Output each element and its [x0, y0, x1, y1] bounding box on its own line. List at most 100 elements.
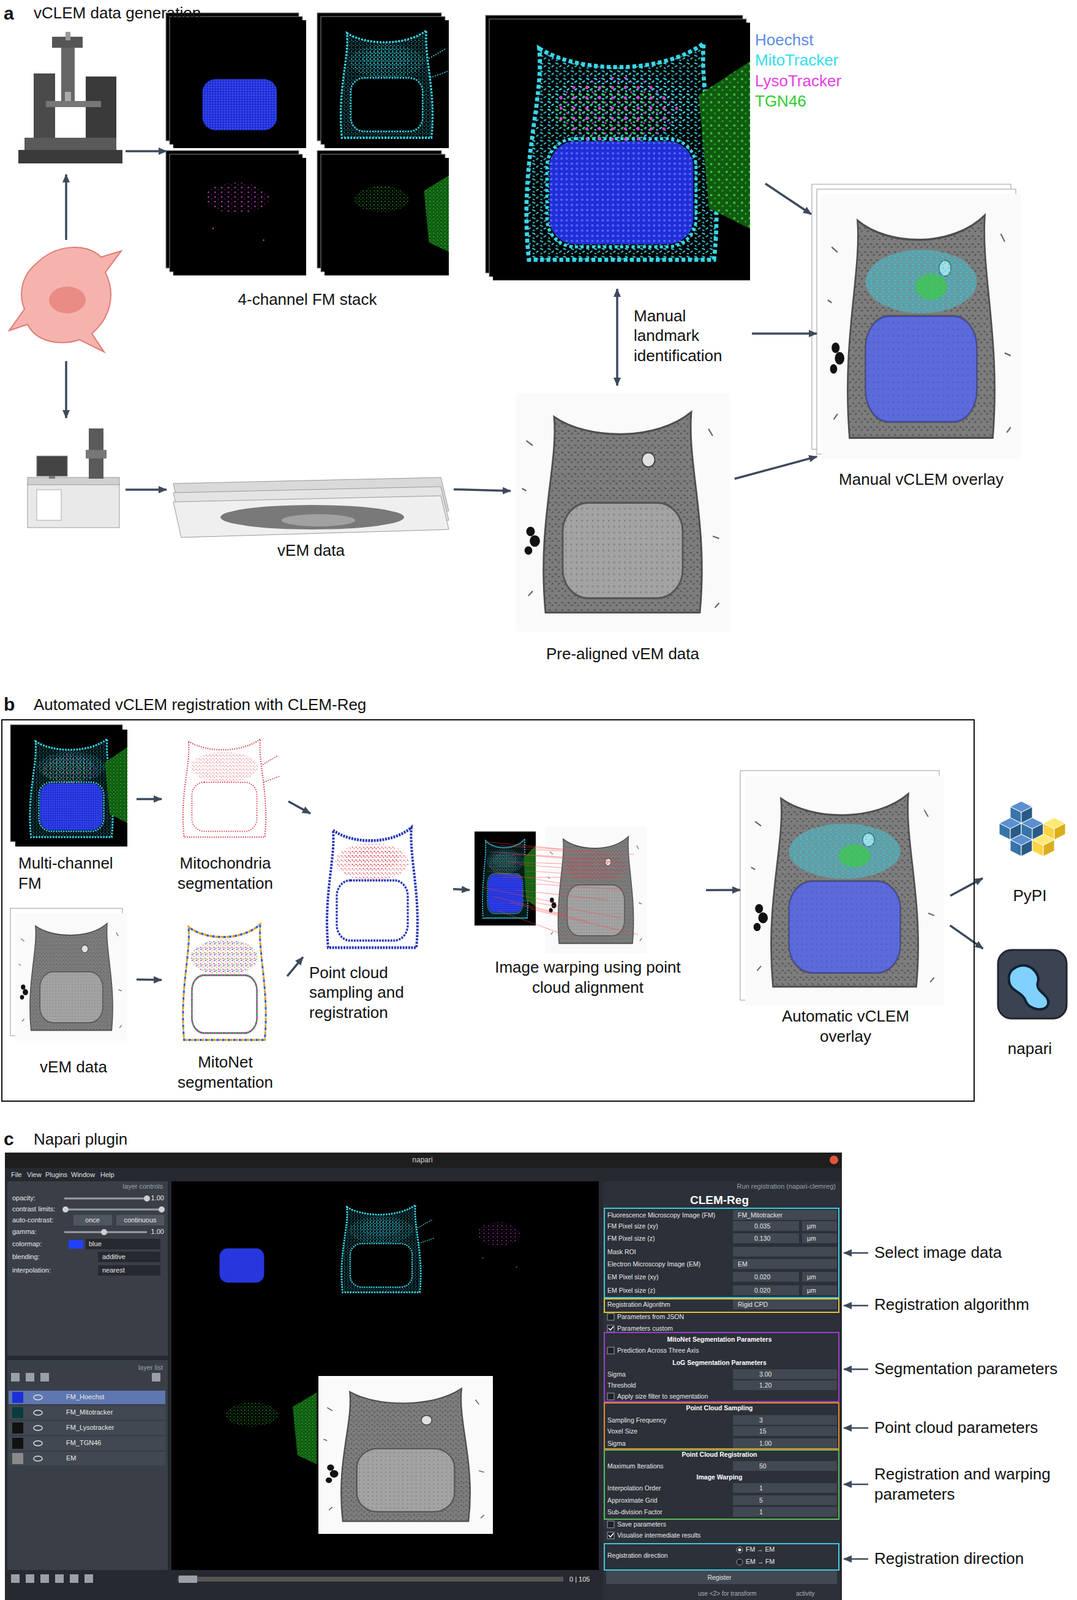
text-label: FM → EM — [745, 1546, 775, 1554]
text-label: FM_Mitotracker — [737, 1211, 783, 1220]
text-label: contrast limits: — [12, 1205, 56, 1214]
caption: Automatic vCLEM overlay — [762, 1006, 929, 1047]
flow-arrow — [136, 798, 162, 801]
text-label: layer controls — [123, 1182, 163, 1191]
callout-text: Registration algorithm — [874, 1295, 1030, 1315]
text-label: Register — [707, 1574, 732, 1583]
image-caption-box: Point cloud sampling and registration — [306, 816, 449, 1025]
image-caption-box: 4-channel FM stack — [165, 20, 449, 312]
pre-aligned-em — [515, 393, 730, 632]
text-label: 1 — [759, 1484, 763, 1493]
text-label: View — [26, 1171, 42, 1180]
text-label: napari — [412, 1155, 433, 1165]
text-label: FM_Lysotracker — [66, 1424, 114, 1433]
napari-screenshot — [4, 1152, 842, 1600]
callout-text: Point cloud parameters — [874, 1418, 1038, 1438]
text-label: µm — [806, 1222, 817, 1231]
callout-text: Segmentation parameters — [874, 1359, 1058, 1379]
text-label: Point Cloud Registration — [681, 1451, 757, 1460]
caption: PyPI — [1013, 885, 1047, 907]
legend-text: MitoTracker — [754, 50, 839, 70]
flow-arrow — [705, 889, 741, 892]
text-label: 1 — [759, 1508, 763, 1517]
image-caption-box: Manual landmark identification — [630, 300, 747, 368]
legend-text: Hoechst — [754, 30, 814, 49]
text-label: 1.00 — [759, 1440, 772, 1449]
merged-fm-image — [485, 15, 751, 281]
vem-stack — [173, 477, 449, 538]
text-label: FM_Hoechst — [66, 1393, 105, 1402]
flow-arrow — [453, 889, 470, 890]
text-label: 15 — [759, 1427, 767, 1436]
text-label: Mask ROI — [607, 1248, 637, 1257]
text-label: opacity: — [12, 1194, 36, 1203]
caption: MitoNet segmentation — [169, 1052, 282, 1093]
text-label: nearest — [102, 1266, 125, 1275]
text-label: CLEM-Reg — [690, 1193, 749, 1209]
text-label: EM — [66, 1454, 77, 1463]
text-label: Sigma — [607, 1440, 626, 1449]
image-caption-box: Automatic vCLEM overlay — [745, 775, 946, 1049]
legend-entry: Hoechst — [754, 30, 814, 50]
napari-logo — [998, 950, 1067, 1019]
text-label: EM — [737, 1260, 748, 1269]
text-label: FM Pixel size (xy) — [607, 1222, 659, 1231]
text-label: blending: — [12, 1253, 40, 1262]
text-label: use <2> for transform — [697, 1590, 757, 1599]
image-caption-box: vEM data — [173, 461, 449, 563]
text-label: Run registration (napari-clemreg) — [737, 1182, 836, 1191]
text-label: Window — [71, 1171, 95, 1180]
image-caption-box: MitoNet segmentation — [166, 913, 285, 1095]
caption: Multi-channel FM — [18, 853, 129, 894]
text-label: Maximum Iterations — [607, 1462, 664, 1471]
text-label: 0 | 105 — [569, 1576, 590, 1584]
image-caption-box: Mitochondria segmentation — [166, 729, 285, 896]
panel-frame: Automated vCLEM registration with CLEM-R… — [1, 719, 975, 1103]
text-label: Interpolation Order — [607, 1484, 662, 1493]
text-label: 0.130 — [754, 1234, 771, 1243]
image-caption-box: Manual vCLEM overlay — [821, 194, 1021, 492]
image-caption-box: PyPI — [986, 795, 1073, 908]
text-label: Sigma — [607, 1370, 626, 1379]
text-label: µm — [806, 1287, 817, 1295]
text-label: EM Pixel size (z) — [607, 1287, 656, 1295]
text-label: Registration Algorithm — [607, 1301, 671, 1310]
text-label: Save parameters — [617, 1520, 667, 1529]
text-label: Approximate Grid — [607, 1497, 658, 1505]
text-label: blue — [88, 1240, 102, 1249]
text-label: Apply size filter to segmentation — [617, 1392, 708, 1401]
text-label: Sub-division Factor — [607, 1508, 663, 1517]
panel-b-images — [10, 724, 945, 1052]
text-label: Image Warping — [696, 1473, 743, 1482]
caption: Manual landmark identification — [633, 306, 744, 367]
text-label: 1.00 — [151, 1228, 165, 1237]
flow-arrow — [287, 957, 304, 977]
text-label: µm — [806, 1234, 817, 1243]
electron-microscope — [27, 428, 120, 528]
text-label: activity — [795, 1590, 815, 1599]
flow-arrow — [453, 489, 511, 492]
text-label: Help — [100, 1171, 115, 1180]
fm-stack-tiles — [165, 12, 449, 276]
image-caption-box: vEM data — [15, 913, 132, 1079]
text-label: FM Pixel size (z) — [607, 1234, 656, 1243]
legend-text: LysoTracker — [754, 71, 842, 91]
manual-overlay-stack — [811, 184, 1021, 460]
text-label: once — [85, 1216, 100, 1225]
caption: Image warping using point cloud alignmen… — [489, 957, 686, 998]
text-label: Electron Microscopy Image (EM) — [607, 1260, 701, 1269]
text-label: Prediction Across Three Axis — [617, 1347, 699, 1355]
image-caption-box: Image warping using point cloud alignmen… — [474, 826, 702, 1000]
text-label: LoG Segmentation Parameters — [672, 1359, 766, 1368]
pypi-logo — [999, 801, 1066, 857]
text-label: 0.020 — [754, 1287, 771, 1295]
text-label: continuous — [123, 1216, 157, 1225]
text-label: colormap: — [12, 1240, 42, 1249]
caption: vEM data — [277, 540, 345, 561]
cell-icon — [9, 247, 122, 353]
text-label: File — [11, 1171, 23, 1180]
caption: 4-channel FM stack — [238, 289, 378, 310]
flow-arrow — [734, 456, 818, 479]
text-label: 1.00 — [151, 1194, 165, 1203]
text-label: 1.20 — [759, 1381, 772, 1390]
